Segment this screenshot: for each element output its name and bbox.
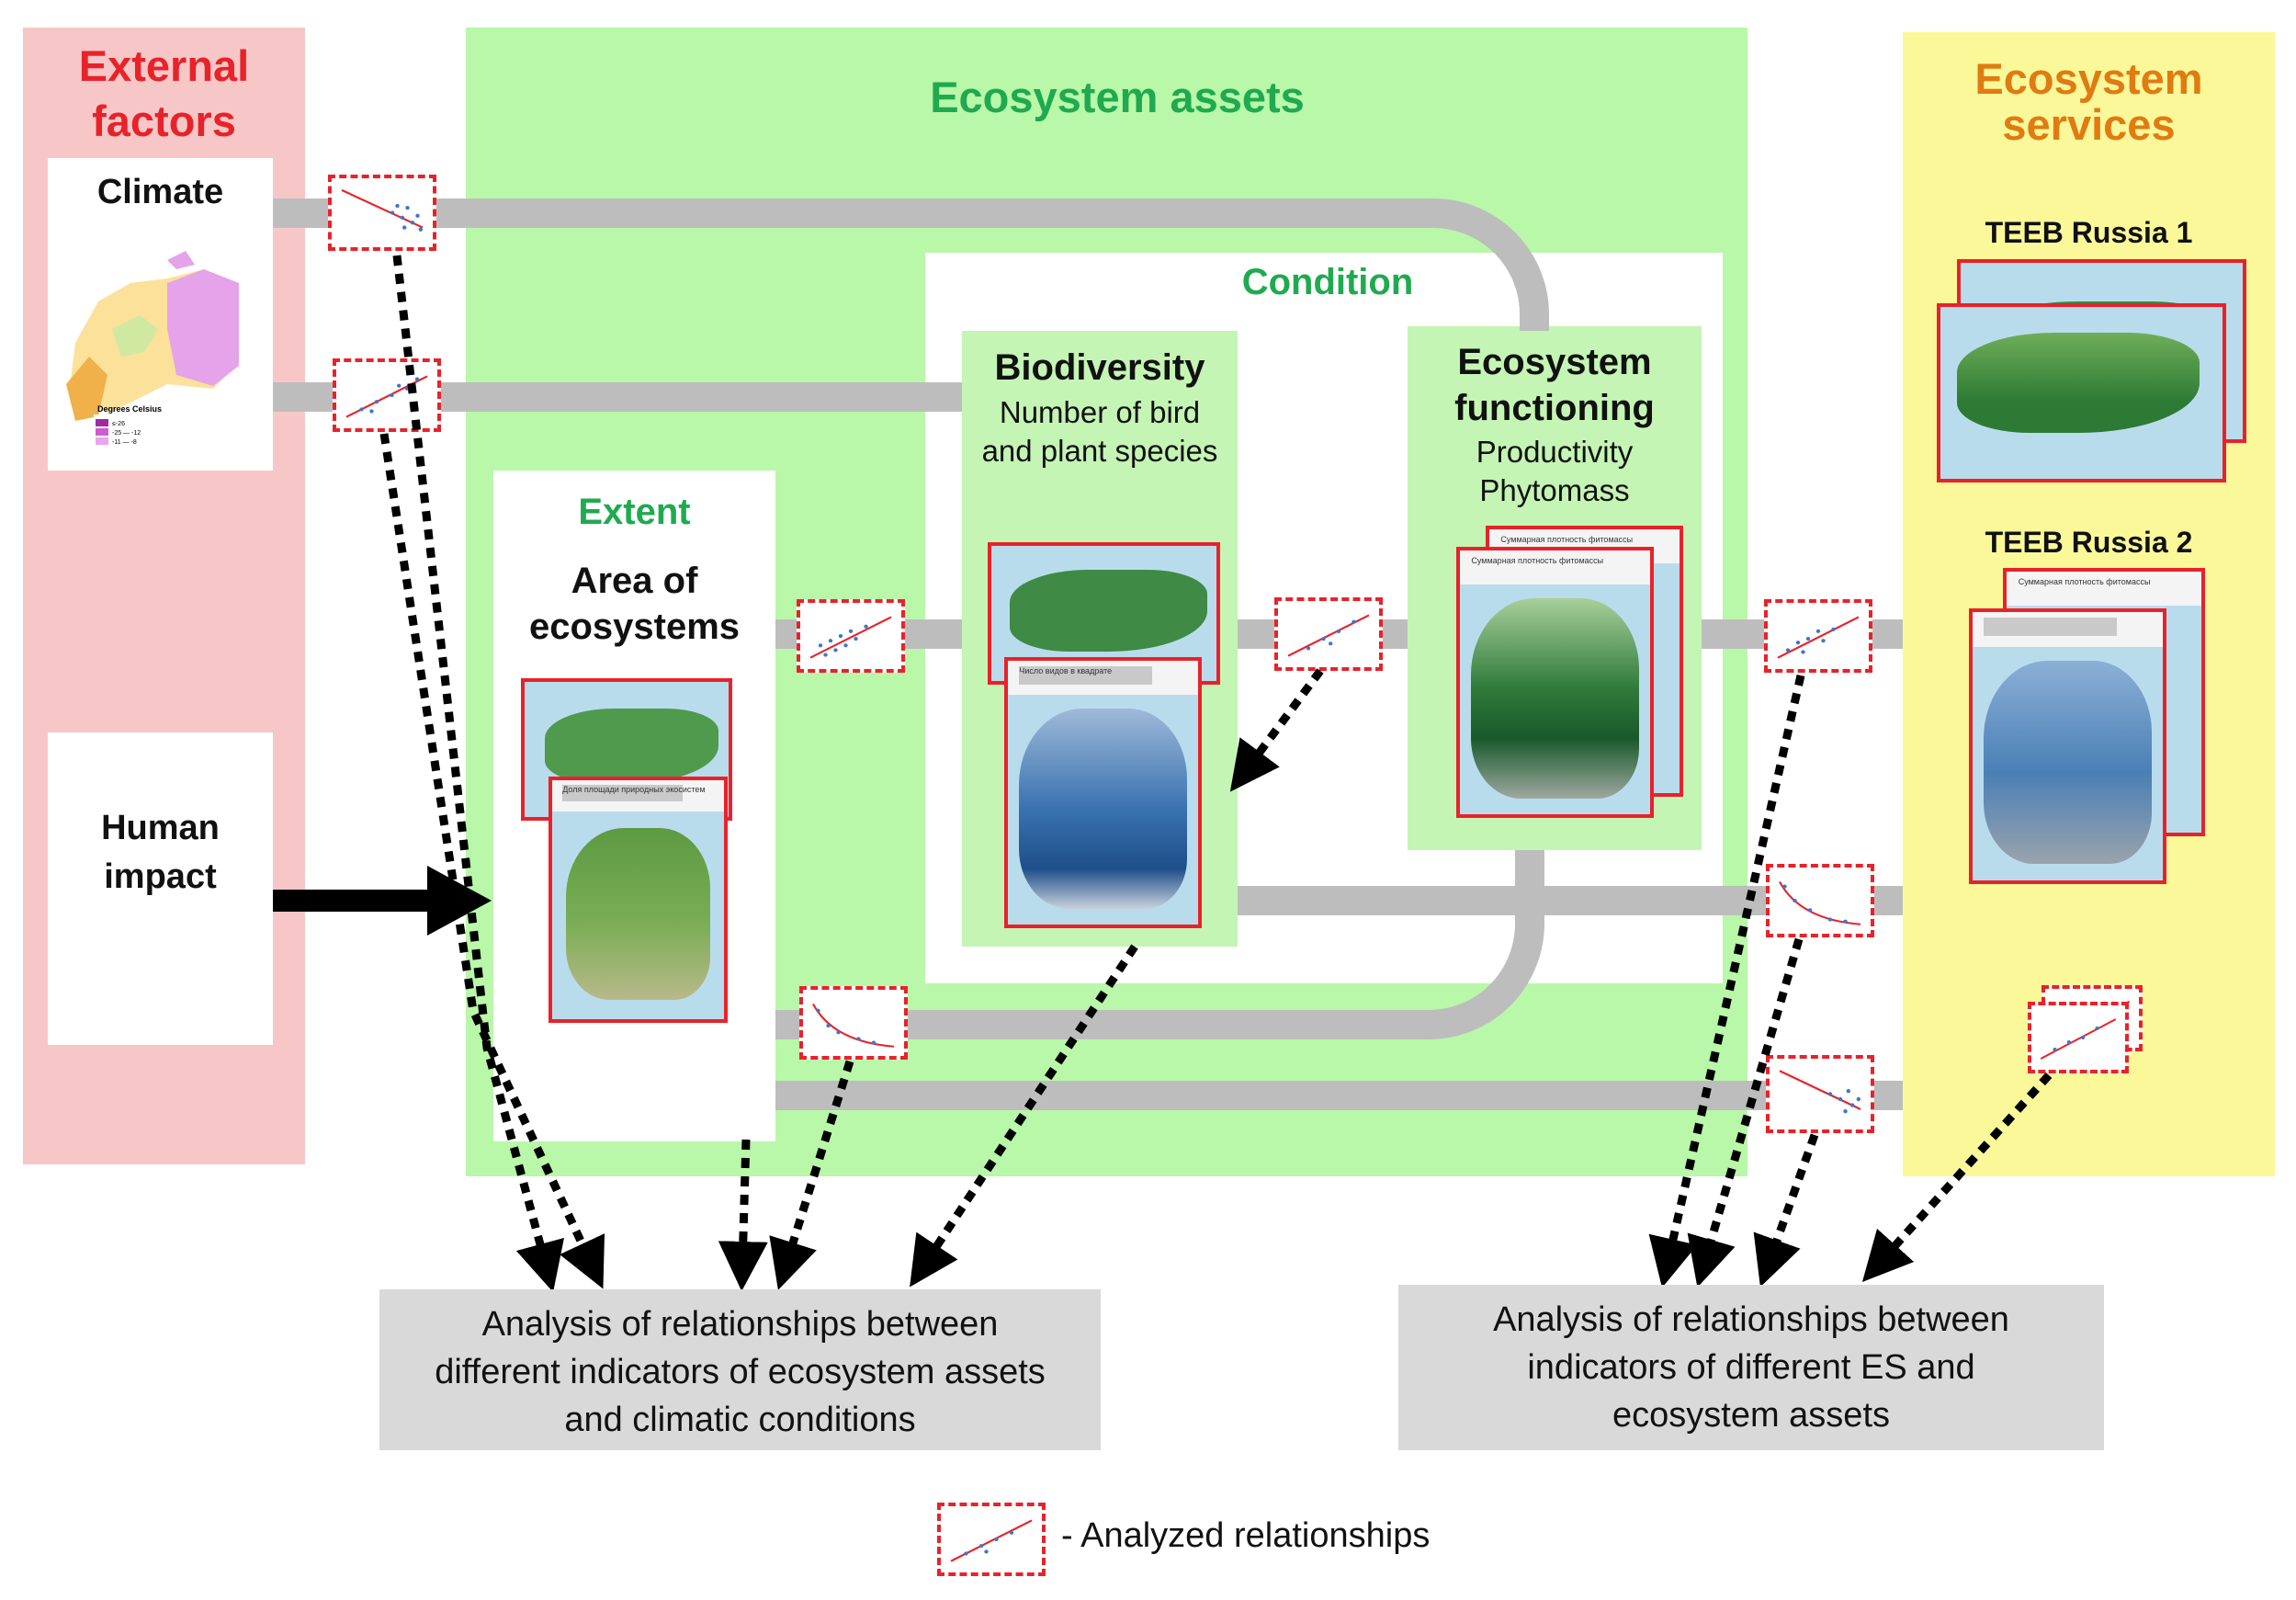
climate-legend-item-2: -25 — -12 <box>112 430 141 437</box>
relationship-icon-services-front <box>2028 1002 2129 1073</box>
ecosystem-services-title-1: Ecosystem <box>1974 54 2203 103</box>
teeb1-map-front <box>1937 303 2226 482</box>
extent-line-1: Area of <box>571 561 698 601</box>
teeb2-map-front <box>1969 608 2166 884</box>
analysis-right-line-1: Analysis of relationships between <box>1493 1300 2009 1339</box>
biodiversity-map-front: Число видов в квадрате <box>1004 657 1202 928</box>
human-impact-label-1: Human <box>101 809 220 847</box>
climate-label: Climate <box>96 173 224 211</box>
human-impact-arrow <box>273 866 492 936</box>
climate-legend-item-3: -11 — -8 <box>112 439 137 446</box>
functioning-map-front-caption: Суммарная плотность фитомассы <box>1471 555 1604 565</box>
biodiversity-map-caption: Число видов в квадрате <box>1019 665 1113 675</box>
functioning-line-2: Phytomass <box>1479 473 1630 507</box>
relationship-icon-biodiversity-services <box>1766 864 1874 937</box>
analysis-right-line-3: ecosystem assets <box>1612 1396 1890 1435</box>
analysis-left-line-1: Analysis of relationships between <box>481 1305 999 1344</box>
analysis-right-line-2: indicators of different ES and <box>1527 1348 1975 1387</box>
functioning-map-back-caption: Суммарная плотность фитомассы <box>1500 534 1634 544</box>
functioning-title-2: functioning <box>1454 388 1655 428</box>
ecosystem-assets-title: Ecosystem assets <box>930 73 1305 121</box>
analysis-left-line-3: and climatic conditions <box>564 1401 916 1439</box>
extent-map-front: Доля площади природных экосистем <box>549 777 728 1023</box>
relationship-icon-extent-biodiversity <box>797 599 905 673</box>
teeb-russia-2-label: TEEB Russia 2 <box>1985 526 2193 559</box>
relationship-icon-extent-services <box>1766 1055 1874 1133</box>
analysis-left-line-2: different indicators of ecosystem assets <box>435 1353 1046 1391</box>
relationship-icon-biodiversity-functioning <box>1274 597 1383 671</box>
analysis-box-es-assets: Analysis of relationships between indica… <box>1398 1285 2104 1450</box>
human-impact-box <box>48 732 273 1045</box>
external-factors-title: External factors <box>78 41 250 145</box>
teeb2-map-caption: Суммарная плотность фитомассы <box>2018 576 2151 586</box>
human-impact-label-2: impact <box>104 857 217 896</box>
relationship-icon-climate-2 <box>333 358 441 432</box>
teeb-russia-1-label: TEEB Russia 1 <box>1985 216 2193 249</box>
relationship-icon-functioning-services <box>1764 599 1872 673</box>
climate-map: Degrees Celsius ≤-26 -25 — -12 -11 — -8 <box>66 251 239 446</box>
functioning-map-front: Суммарная плотность фитомассы <box>1456 547 1654 818</box>
legend-label: - Analyzed relationships <box>1061 1516 1431 1555</box>
biodiversity-title: Biodiversity <box>994 347 1205 388</box>
biodiversity-line-1: Number of bird <box>999 395 1201 429</box>
relationship-icon-climate-1 <box>328 175 436 251</box>
legend-relationship-icon <box>937 1503 1046 1576</box>
functioning-line-1: Productivity <box>1476 435 1634 469</box>
functioning-title-1: Ecosystem <box>1457 342 1652 382</box>
extent-map-caption: Доля площади природных экосистем <box>562 785 706 795</box>
condition-title: Condition <box>1241 262 1414 302</box>
ecosystem-services-title-2: services <box>2002 100 2176 149</box>
biodiversity-line-2: and plant species <box>981 434 1218 468</box>
relationship-icon-functioning-extent <box>799 986 908 1060</box>
climate-legend-title: Degrees Celsius <box>97 404 162 414</box>
climate-legend-item-1: ≤-26 <box>112 421 125 427</box>
analysis-box-assets-climate: Analysis of relationships between differ… <box>379 1289 1101 1450</box>
extent-line-2: ecosystems <box>528 607 741 647</box>
extent-title: Extent <box>578 492 691 532</box>
arrow-extent-services-to-right-analysis <box>1753 1133 1819 1288</box>
